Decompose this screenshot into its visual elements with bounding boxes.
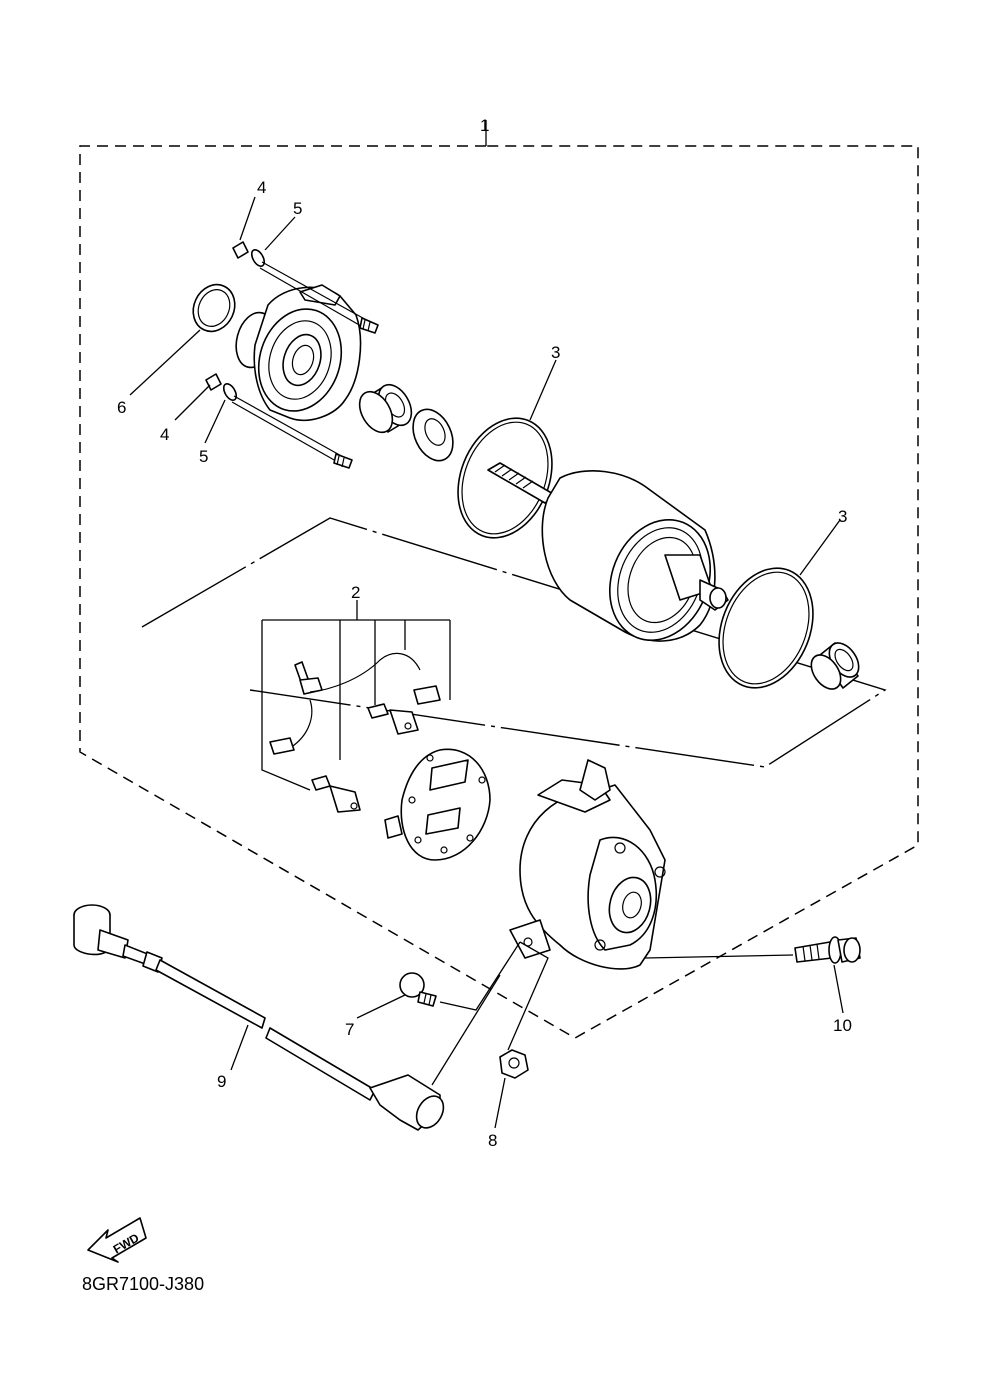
callout-9: 9 — [217, 1072, 226, 1091]
callout-4-lower: 4 — [160, 425, 169, 444]
callout-7: 7 — [345, 1020, 354, 1039]
rear-cover — [509, 759, 666, 970]
callout-5-upper: 5 — [293, 199, 302, 218]
starter-cable — [73, 904, 445, 1131]
brush-leads — [269, 652, 441, 813]
armature — [487, 462, 729, 642]
front-bearing — [358, 383, 413, 434]
oil-seal — [412, 408, 454, 462]
callout-10: 10 — [833, 1016, 852, 1035]
callout-3-front-o-ring: 3 — [551, 343, 560, 362]
screw — [399, 972, 437, 1007]
connection-lines — [129, 120, 844, 1129]
callout-8: 8 — [488, 1131, 497, 1150]
o-ring-rear — [718, 567, 814, 689]
callouts: 1 2 3 3 4 4 5 5 6 7 8 9 10 — [117, 116, 852, 1150]
callout-1: 1 — [480, 116, 489, 135]
callout-5-lower: 5 — [199, 447, 208, 466]
diagram-code: 8GR7100-J380 — [82, 1274, 204, 1294]
callout-4-upper: 4 — [257, 178, 266, 197]
callout-2: 2 — [351, 583, 360, 602]
fwd-arrow-icon: FWD — [87, 1217, 147, 1263]
brush-holder-boundary — [141, 517, 887, 768]
brush-set-bracket — [261, 600, 451, 791]
rear-bushing — [810, 642, 860, 690]
callout-3-rear-o-ring: 3 — [838, 507, 847, 526]
brush-plate — [384, 748, 491, 861]
nut — [499, 1049, 529, 1079]
assembly-boundary — [79, 145, 919, 1039]
front-cover — [192, 241, 379, 469]
callout-6: 6 — [117, 398, 126, 417]
flange-bolt — [644, 936, 861, 964]
